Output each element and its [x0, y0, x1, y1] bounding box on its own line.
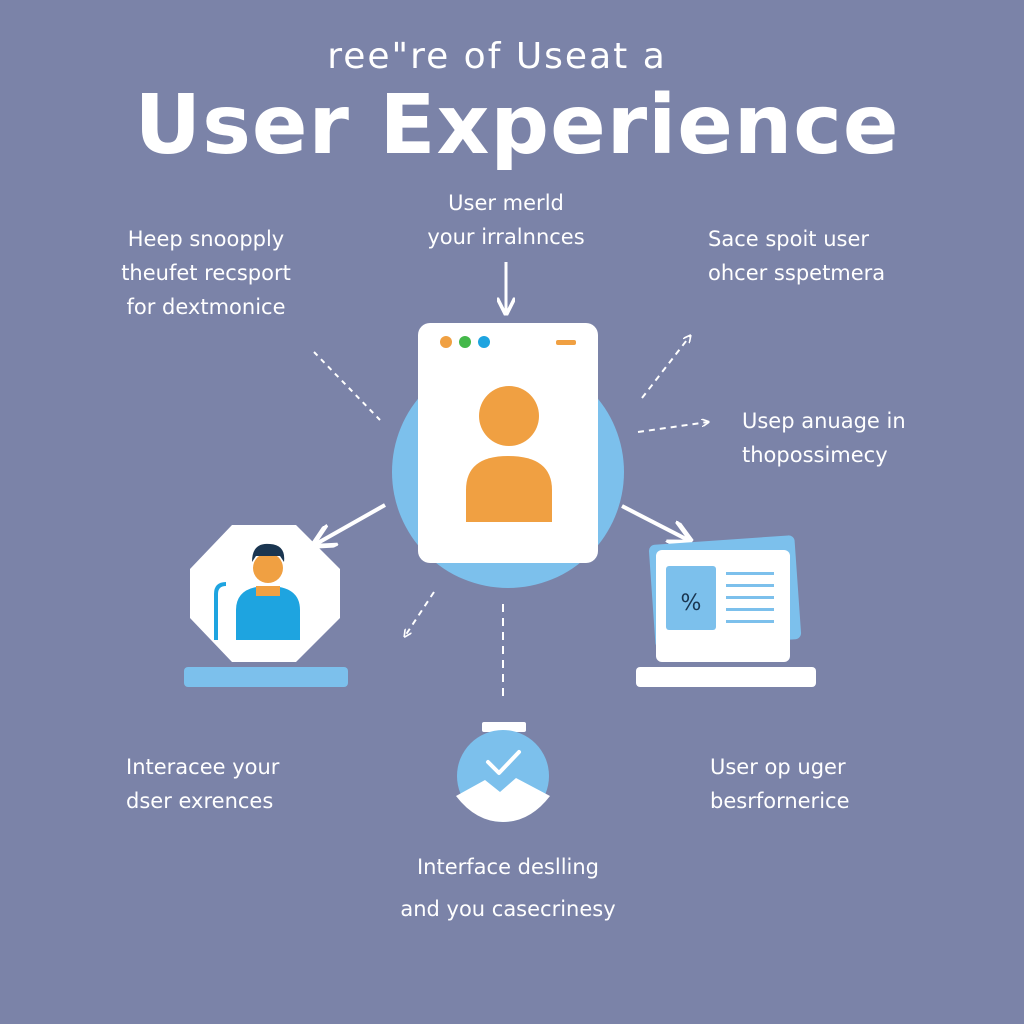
connector-mid-right-arrow [637, 422, 708, 433]
connector-left-arrow [316, 503, 386, 544]
connector-top-left-dashed [313, 351, 381, 421]
browser-window-user-icon [418, 323, 598, 563]
connector-lower-left-dashed-arrow [405, 591, 435, 636]
label-bottom: Interface deslling and you casecrinesy [400, 855, 616, 921]
label-bottom-left: Interacee your dser exrences [126, 755, 280, 813]
connector-top-right-arrow [641, 336, 690, 399]
document-percent-symbol: % [681, 591, 702, 616]
check-badge-icon [456, 722, 550, 822]
percent-document-icon: % [636, 535, 816, 687]
person-with-cane-icon [184, 525, 348, 687]
label-top: User merld your irralnnces [427, 191, 585, 249]
label-top-left: Heep snoopply theufet recsport for dextm… [121, 227, 291, 319]
label-mid-right: Usep anuage in thopossimecy [742, 409, 906, 467]
page-title: User Experience [134, 78, 900, 173]
connector-right-arrow [621, 504, 688, 540]
label-top-right: Sace spoit user ohcer sspetmera [708, 227, 886, 285]
subtitle: ree"re of Useat a [327, 36, 667, 77]
label-bottom-right: User op uger besrfornerice [710, 755, 850, 813]
